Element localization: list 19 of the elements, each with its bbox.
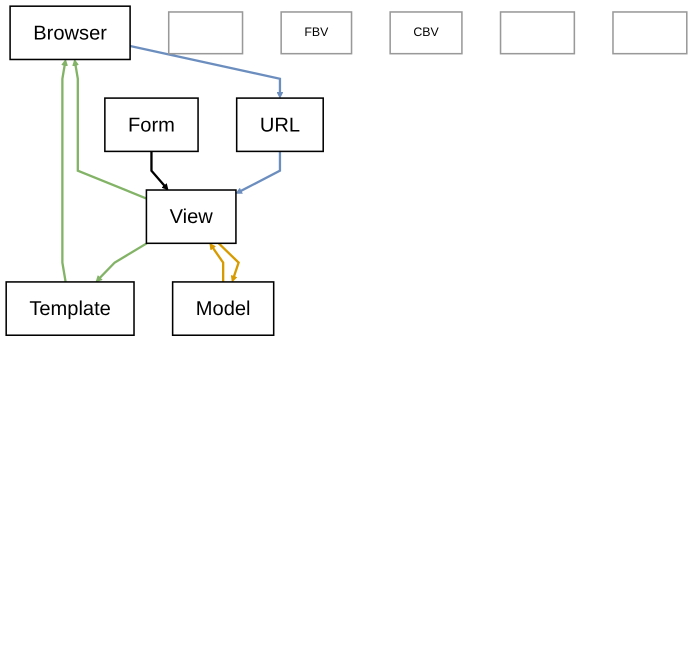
arrow	[130, 44, 284, 98]
node-box: View	[146, 189, 237, 244]
arrow	[218, 242, 240, 282]
arrow	[209, 243, 224, 282]
node-box: Form	[104, 97, 199, 152]
arrow	[150, 151, 168, 190]
arrow	[236, 151, 282, 194]
node-box: CBV	[389, 11, 463, 54]
node-box	[612, 11, 688, 54]
arrow	[96, 242, 148, 282]
arrow	[72, 59, 147, 200]
node-box: URL	[236, 97, 324, 152]
node-box	[168, 11, 244, 54]
arrow	[61, 59, 68, 282]
node-box: FBV	[280, 11, 352, 54]
node-box	[500, 11, 576, 54]
node-box: Model	[172, 281, 274, 336]
node-box: Browser	[9, 5, 131, 60]
node-box: Template	[5, 281, 135, 336]
